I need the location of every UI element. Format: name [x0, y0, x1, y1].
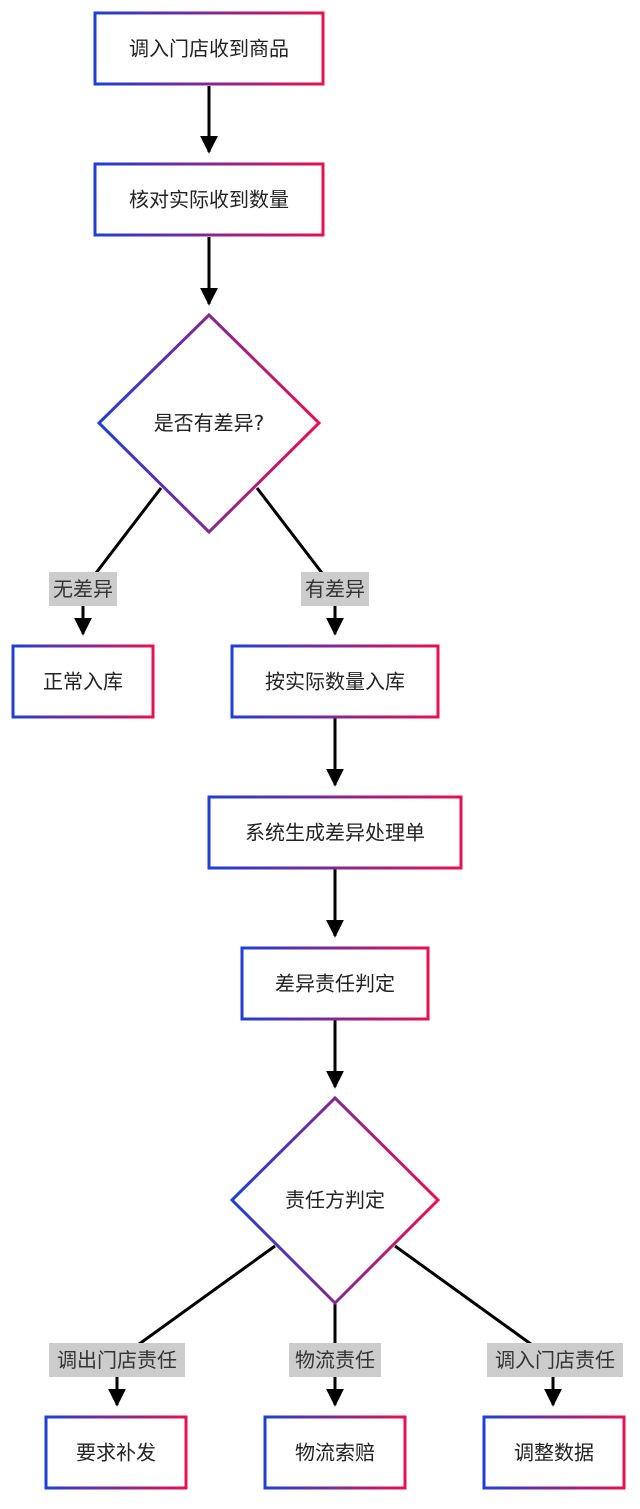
node-reissue: 要求补发 [44, 1415, 188, 1490]
svg-text:物流索赔: 物流索赔 [295, 1441, 375, 1465]
svg-text:调入门店责任: 调入门店责任 [495, 1348, 615, 1372]
svg-text:按实际数量入库: 按实际数量入库 [265, 670, 405, 694]
svg-text:无差异: 无差异 [53, 577, 113, 601]
svg-text:物流责任: 物流责任 [295, 1348, 375, 1372]
edge-party-adjust [394, 1244, 562, 1407]
node-adjust: 调整数据 [482, 1415, 626, 1490]
node-has-diff: 是否有差异? [96, 312, 322, 535]
svg-text:调整数据: 调整数据 [514, 1441, 594, 1465]
node-claim: 物流索赔 [263, 1415, 407, 1490]
svg-text:有差异: 有差异 [305, 577, 365, 601]
svg-text:正常入库: 正常入库 [43, 670, 123, 694]
svg-text:要求补发: 要求补发 [76, 1441, 156, 1465]
svg-text:核对实际收到数量: 核对实际收到数量 [129, 188, 289, 212]
edge-label-yes-diff: 有差异 [301, 572, 369, 606]
edge-has-diff-actual-in [255, 487, 344, 636]
node-normal-in: 正常入库 [11, 644, 155, 719]
nodes: 调入门店收到商品 核对实际收到数量 是否有差异? 正常入库 按实际数量入库 系统… [11, 11, 626, 1490]
svg-text:调出门店责任: 调出门店责任 [57, 1348, 177, 1372]
node-judge: 差异责任判定 [240, 946, 430, 1021]
edge-label-out-store: 调出门店责任 [49, 1343, 185, 1377]
svg-text:调入门店收到商品: 调入门店收到商品 [129, 37, 289, 61]
edge-label-no-diff: 无差异 [49, 572, 117, 606]
node-gen-doc: 系统生成差异处理单 [207, 795, 463, 870]
edge-labels: 无差异 有差异 调出门店责任 物流责任 调入门店责任 [49, 572, 623, 1377]
edge-label-in-store: 调入门店责任 [487, 1343, 623, 1377]
edge-has-diff-normal-in [74, 487, 163, 636]
edge-label-logistics: 物流责任 [289, 1343, 381, 1377]
edge-party-reissue [108, 1244, 276, 1407]
node-actual-in: 按实际数量入库 [230, 644, 440, 719]
svg-text:差异责任判定: 差异责任判定 [275, 972, 395, 996]
node-receive: 调入门店收到商品 [93, 11, 325, 86]
svg-text:系统生成差异处理单: 系统生成差异处理单 [245, 821, 425, 845]
svg-text:是否有差异?: 是否有差异? [154, 411, 265, 435]
node-party: 责任方判定 [229, 1095, 441, 1306]
node-verify: 核对实际收到数量 [93, 162, 325, 237]
svg-text:责任方判定: 责任方判定 [285, 1188, 385, 1212]
